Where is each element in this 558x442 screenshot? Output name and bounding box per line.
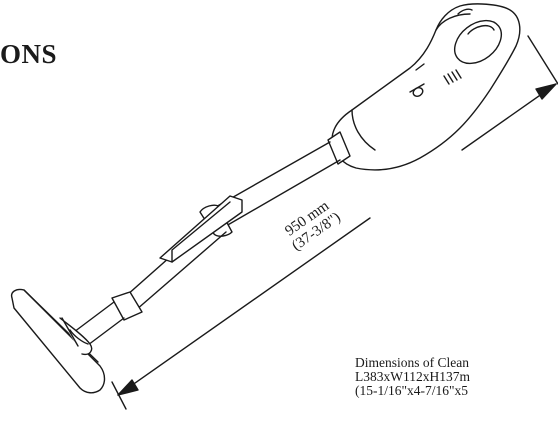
dimension-line [111, 35, 558, 410]
cleaner-dimensions-note: Dimensions of Clean L383xW112xH137m (15-… [355, 356, 470, 398]
cleaner-dimensions-title: Dimensions of Clean [355, 355, 469, 370]
cleaner-dimensions-imperial: (15-1/16"x4-7/16"x5 [355, 383, 469, 398]
nozzle-holder [159, 195, 243, 263]
floor-nozzle [10, 288, 106, 394]
cleaner-dimensions-metric: L383xW112xH137m [355, 369, 470, 384]
handle-body [327, 3, 521, 171]
section-heading: ONS [0, 39, 58, 69]
